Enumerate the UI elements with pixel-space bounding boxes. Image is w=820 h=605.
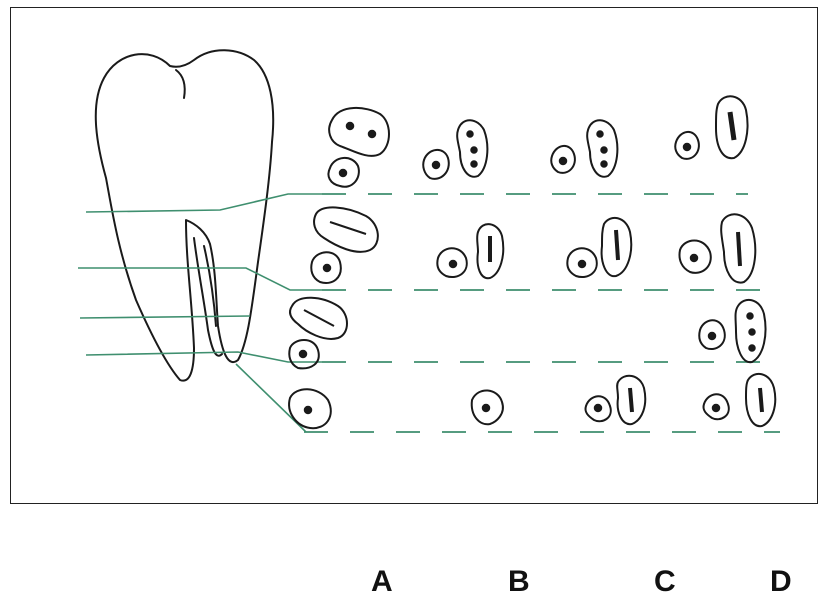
canal-mark [369,131,376,138]
leader-line-level-1 [86,194,322,212]
root-section-row2-large [314,207,378,251]
column-label-d: D [770,565,792,599]
canal-mark [467,131,473,137]
canal-mark [330,222,366,234]
canal-mark [471,161,477,167]
molar-tooth-outline [96,50,273,380]
canal-mark [749,345,755,351]
canal-mark [433,162,440,169]
leader-line-level-4 [86,352,322,362]
canal-mark [340,170,347,177]
canal-mark [713,405,720,412]
canal-mark [616,230,618,260]
leader-line-level-3 [80,316,250,318]
canal-mark [760,388,762,412]
canal-mark [601,147,607,153]
column-label-c: C [654,565,676,599]
canal-mark [305,407,312,414]
canal-mark [597,131,603,137]
canal-mark [450,261,457,268]
canal-mark [595,405,602,412]
canal-mark [579,261,586,268]
root-canal-outer [194,238,222,356]
canal-mark [601,161,607,167]
canal-mark [738,232,740,266]
canal-mark [471,147,477,153]
canal-mark [709,333,716,340]
canal-mark [691,255,698,262]
canal-mark [347,123,354,130]
canal-mark [304,310,334,326]
canal-mark [483,405,490,412]
canal-mark [630,388,632,412]
canal-mark [747,313,753,319]
canal-mark [300,351,307,358]
canal-mark [730,112,734,140]
column-label-b: B [508,565,530,599]
canal-mark [684,144,691,151]
canal-mark [324,265,331,272]
column-label-a: A [371,565,393,599]
crown-fissure [176,70,185,98]
root-section-row1-large [329,108,389,156]
canal-mark [560,158,567,165]
canal-mark [749,329,755,335]
